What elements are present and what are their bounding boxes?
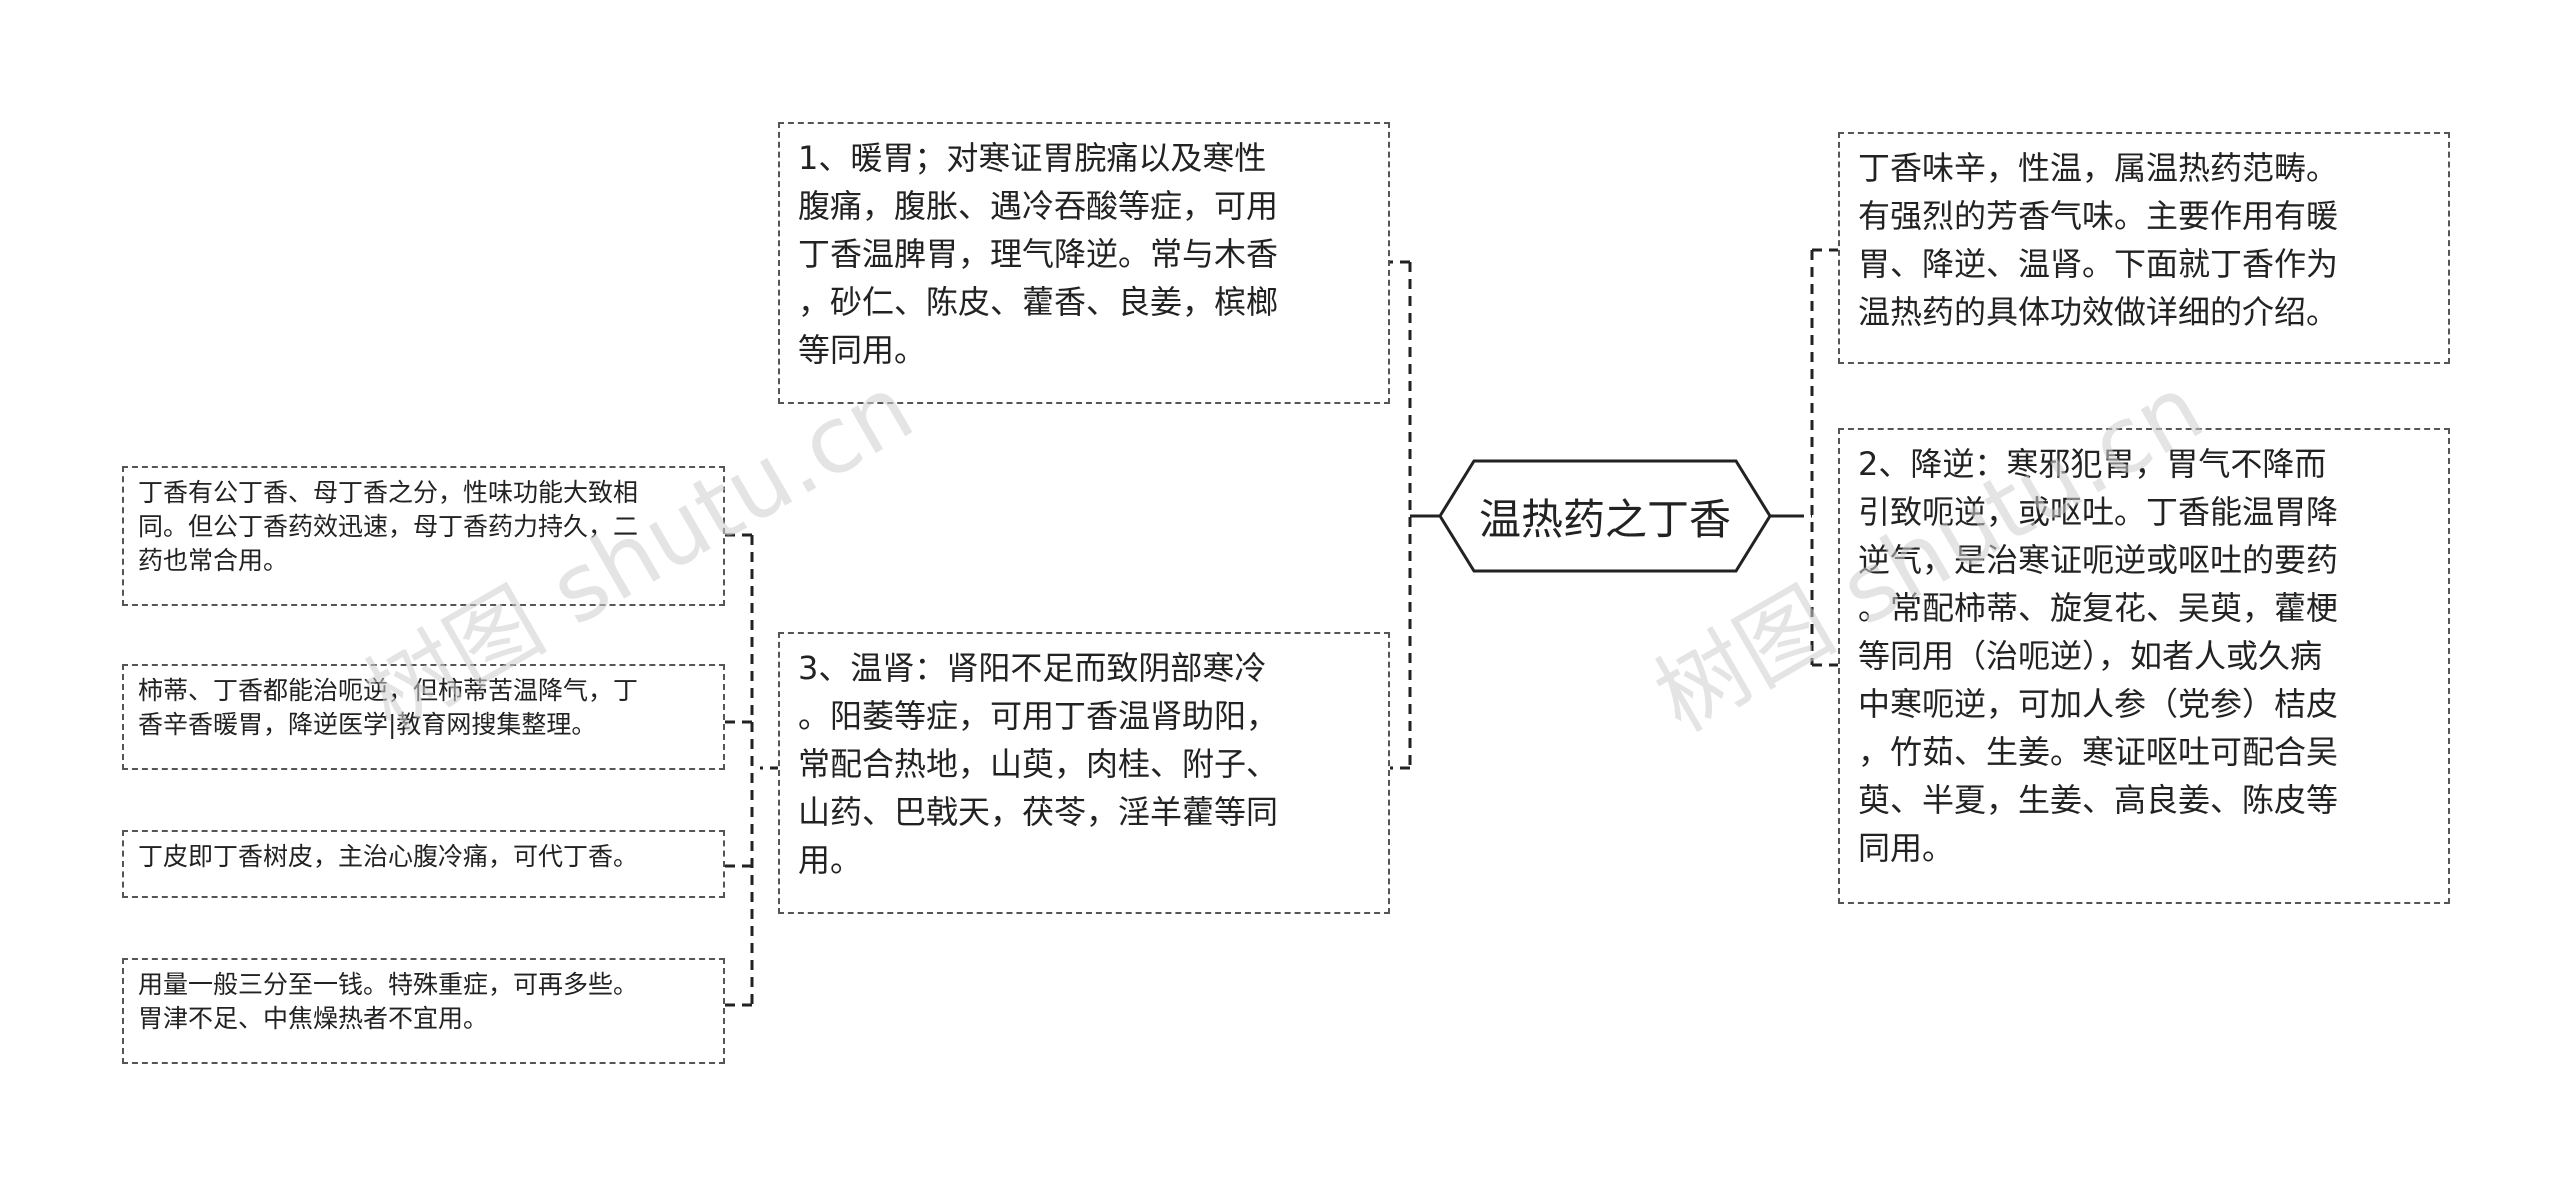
node-warm-kidney[interactable]: 3、温肾：肾阳不足而致阴部寒冷 。阳萎等症，可用丁香温肾助阳， 常配合热地，山萸… [778, 632, 1390, 914]
subnode-dosage[interactable]: 用量一般三分至一钱。特殊重症，可再多些。 胃津不足、中焦燥热者不宜用。 [122, 958, 725, 1064]
subnode-gongding-muding[interactable]: 丁香有公丁香、母丁香之分，性味功能大致相 同。但公丁香药效迅速，母丁香药力持久，… [122, 466, 725, 606]
subnode-dingpi[interactable]: 丁皮即丁香树皮，主治心腹冷痛，可代丁香。 [122, 830, 725, 898]
center-node-shape [1438, 459, 1772, 573]
subnode-shidi-dingxiang[interactable]: 柿蒂、丁香都能治呃逆，但柿蒂苦温降气，丁 香辛香暖胃，降逆医学|教育网搜集整理。 [122, 664, 725, 770]
node-warm-stomach[interactable]: 1、暖胃；对寒证胃脘痛以及寒性 腹痛，腹胀、遇冷吞酸等症，可用 丁香温脾胃，理气… [778, 122, 1390, 404]
node-descending[interactable]: 2、降逆：寒邪犯胃，胃气不降而 引致呃逆，或呕吐。丁香能温胃降 逆气，是治寒证呃… [1838, 428, 2450, 904]
center-node[interactable]: 温热药之丁香 [1478, 494, 1731, 544]
node-intro[interactable]: 丁香味辛，性温，属温热药范畴。 有强烈的芳香气味。主要作用有暖 胃、降逆、温肾。… [1838, 132, 2450, 364]
